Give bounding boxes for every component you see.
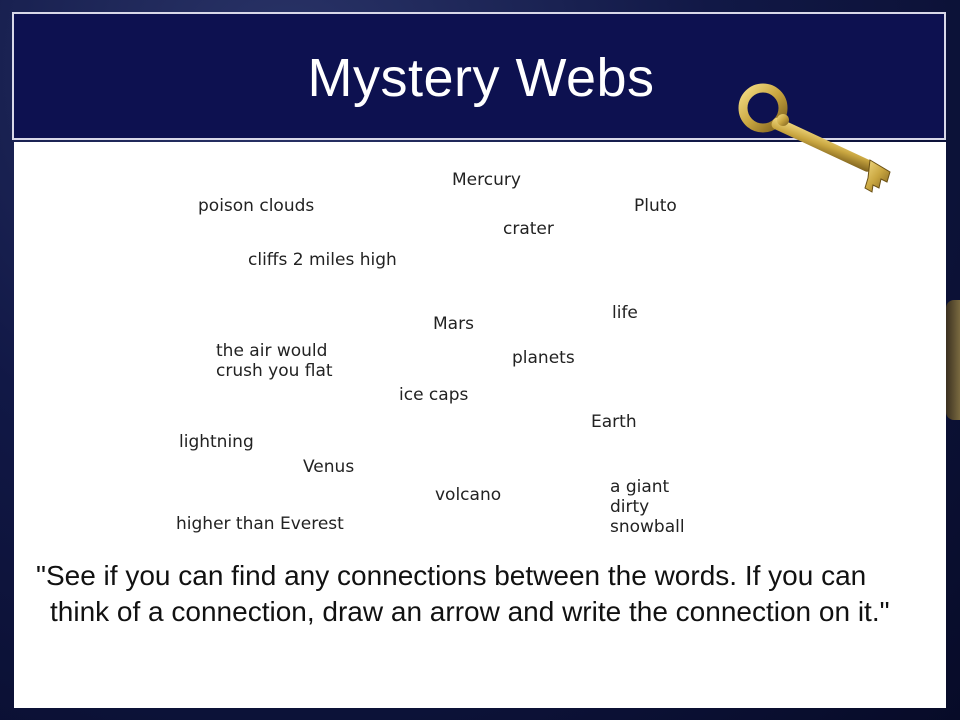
content-area: Mercury poison clouds Pluto crater cliff…: [14, 142, 946, 708]
word-mars: Mars: [433, 314, 474, 334]
word-crater: crater: [503, 219, 554, 239]
word-lightning: lightning: [179, 432, 254, 452]
decorative-edge: [946, 300, 960, 420]
title-bar: Mystery Webs: [12, 12, 946, 140]
word-venus: Venus: [303, 457, 355, 477]
word-everest: higher than Everest: [176, 514, 344, 534]
word-crush: the air would crush you flat: [216, 341, 333, 381]
word-pluto: Pluto: [634, 196, 677, 216]
word-ice-caps: ice caps: [399, 385, 469, 405]
word-life: life: [612, 303, 638, 323]
word-mercury: Mercury: [452, 170, 521, 190]
word-poison-clouds: poison clouds: [198, 196, 315, 216]
word-snowball: a giant dirty snowball: [610, 477, 685, 537]
word-planets: planets: [512, 348, 575, 368]
instructions-text: "See if you can find any connections bet…: [36, 560, 890, 627]
word-volcano: volcano: [435, 485, 502, 505]
word-cliffs: cliffs 2 miles high: [248, 250, 397, 270]
key-icon: [738, 83, 891, 193]
slide-title: Mystery Webs: [307, 48, 655, 108]
word-earth: Earth: [591, 412, 637, 432]
